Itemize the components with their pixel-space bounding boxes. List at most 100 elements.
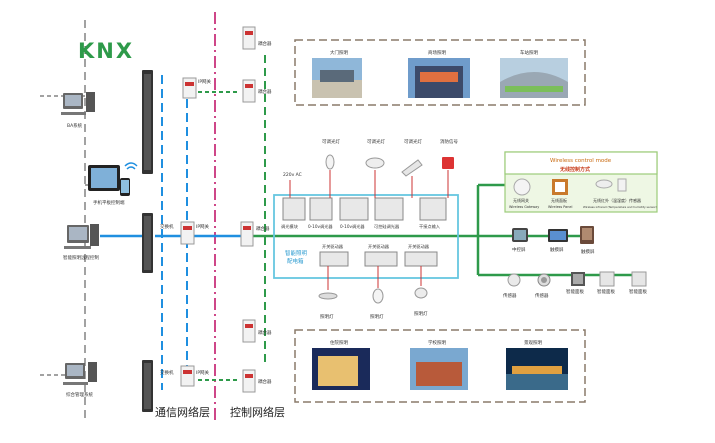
label-ip-mid: IP网关 — [196, 223, 210, 230]
bottom-lamps: 照明灯 照明灯 照明灯 — [318, 266, 428, 320]
svg-text:照明灯: 照明灯 — [414, 310, 428, 317]
tower-icon — [90, 224, 99, 246]
coupler-mid: 耦合器 — [240, 221, 270, 247]
mobile-tablet-devices: 手机平板控制端 — [88, 162, 138, 206]
top-scene-station: 车站照明 — [500, 49, 568, 98]
smart-control-computer: 智能照明远程控制 — [63, 224, 99, 261]
bulb-icon — [372, 288, 384, 304]
ip-gateway-bot: IP网关 — [180, 365, 210, 387]
svg-text:无线红外（温湿度）传感器: 无线红外（温湿度）传感器 — [593, 197, 641, 203]
wireless-control-box: Wireless control mode 无线控制方式 无线网关 Wirele… — [504, 151, 658, 213]
coupler-bot-1: 耦合器 — [242, 319, 272, 343]
fire-alarm-icon — [442, 157, 454, 169]
panel-title-line1: 智能照明 — [285, 249, 308, 257]
label-coupler-mid: 耦合器 — [256, 225, 270, 232]
module-1 — [282, 197, 306, 221]
panel-title-line2: 配电箱 — [287, 257, 304, 265]
svg-text:照明灯: 照明灯 — [370, 313, 384, 320]
label-ip-top: IP网关 — [198, 78, 212, 85]
knx-logo-text: KNX — [78, 39, 134, 63]
panel-modules: 调光模块 0-10v调光器 0-10v调光器 可控硅调光器 干接点输入 — [281, 197, 447, 230]
smart-panel-icon-3 — [631, 271, 647, 287]
bottom-scene-hospital: 住院照明 — [312, 339, 370, 390]
module-4 — [374, 197, 404, 221]
coupler-bot-2: 耦合器 — [242, 369, 272, 393]
label-switch-mid: 交换机 — [160, 223, 174, 230]
ba-system-computer: BA系统 — [61, 92, 95, 129]
label-switch-bot: 交换机 — [160, 369, 174, 376]
bulb-icon — [325, 154, 335, 170]
bottom-scene-school: 学校照明 — [410, 339, 468, 390]
right-devices-row1: 中控屏 触摸屏 触摸屏 — [512, 226, 595, 255]
svg-text:智能面板: 智能面板 — [597, 288, 615, 295]
svg-text:0-10v调光器: 0-10v调光器 — [308, 223, 333, 230]
svg-text:智能面板: 智能面板 — [566, 288, 584, 295]
integrated-mgmt-computer: 综合管理系统 — [63, 362, 97, 398]
svg-text:可调光灯: 可调光灯 — [322, 138, 340, 145]
label-smart-control: 智能照明远程控制 — [63, 254, 99, 261]
svg-text:无线面板: 无线面板 — [551, 197, 567, 203]
coupler-top-1: 耦合器 — [242, 26, 272, 50]
label-coupler-top-1: 耦合器 — [258, 40, 272, 47]
label-control-layer: 控制网络层 — [230, 405, 285, 419]
label-coupler-bot-2: 耦合器 — [258, 378, 272, 385]
smart-panel-icon-2 — [599, 271, 615, 287]
svg-text:Wireless Gateway: Wireless Gateway — [509, 205, 539, 209]
downlight-icon — [365, 157, 385, 169]
top-scenes-box — [294, 39, 586, 106]
label-mobile: 手机平板控制端 — [93, 199, 125, 206]
bottom-scenes-box — [294, 329, 586, 403]
svg-text:开关驱动器: 开关驱动器 — [322, 243, 344, 250]
switch-rack-mid: 交换机 — [142, 213, 174, 273]
switch-rack-top — [142, 70, 153, 174]
svg-text:景观照明: 景观照明 — [524, 340, 542, 346]
module-5 — [419, 197, 447, 221]
svg-text:照明灯: 照明灯 — [320, 313, 334, 320]
tower-icon — [88, 362, 97, 382]
svg-text:智能面板: 智能面板 — [629, 288, 647, 295]
svg-text:可调光灯: 可调光灯 — [404, 138, 422, 145]
top-scene-gate: 大门照明 — [312, 49, 362, 98]
svg-text:无线网关: 无线网关 — [513, 197, 529, 203]
label-voltage: 220v AC — [283, 172, 302, 178]
tower-icon — [86, 92, 95, 112]
label-ip-bot: IP网关 — [196, 369, 210, 376]
label-integrated-mgmt: 综合管理系统 — [66, 391, 93, 398]
svg-text:中控屏: 中控屏 — [512, 246, 526, 253]
module-3 — [339, 197, 369, 221]
label-coupler-top-2: 耦合器 — [258, 88, 272, 95]
label-ba-system: BA系统 — [67, 122, 83, 129]
panel-light-icon — [401, 159, 423, 177]
svg-text:调光模块: 调光模块 — [281, 223, 299, 230]
svg-text:开关驱动器: 开关驱动器 — [368, 243, 390, 250]
lighting-panel-box — [273, 194, 459, 279]
svg-text:车站照明: 车站照明 — [520, 49, 538, 56]
svg-text:干接点输入: 干接点输入 — [419, 223, 441, 230]
svg-text:大门照明: 大门照明 — [330, 49, 348, 56]
wireless-title-en: Wireless control mode — [550, 158, 612, 164]
wireless-gateway-icon — [513, 178, 531, 196]
wifi-icon — [124, 162, 138, 170]
top-lamps: 可调光灯 可调光灯 可调光灯 消防信号 — [322, 138, 458, 198]
ip-gateway-mid: IP网关 — [180, 221, 210, 245]
wireless-title-cn: 无线控制方式 — [559, 166, 590, 173]
svg-text:传感器: 传感器 — [535, 292, 549, 299]
wireless-sensor-icon — [595, 179, 613, 189]
module-2 — [309, 197, 333, 221]
svg-text:可控硅调光器: 可控硅调光器 — [374, 223, 400, 230]
panel-drivers: 开关驱动器 开关驱动器 开关驱动器 — [319, 243, 438, 267]
label-coupler-bot-1: 耦合器 — [258, 329, 272, 336]
svg-text:Wireless Panel: Wireless Panel — [548, 205, 572, 209]
svg-text:触摸屏: 触摸屏 — [581, 248, 595, 255]
top-scene-mall: 商场照明 — [408, 49, 470, 98]
coupler-top-2: 耦合器 — [242, 79, 272, 103]
svg-text:学校照明: 学校照明 — [428, 339, 446, 346]
svg-text:Wireless infrared (Temperature: Wireless infrared (Temperature and humid… — [583, 205, 657, 209]
sensor-icon — [507, 273, 521, 287]
label-comm-layer: 通信网络层 — [155, 405, 210, 419]
svg-text:住院照明: 住院照明 — [330, 339, 348, 346]
svg-text:0-10v调光器: 0-10v调光器 — [340, 223, 365, 230]
right-devices-row2: 传感器 传感器 智能面板 智能面板 智能面板 — [503, 271, 647, 299]
svg-text:开关驱动器: 开关驱动器 — [408, 243, 430, 250]
